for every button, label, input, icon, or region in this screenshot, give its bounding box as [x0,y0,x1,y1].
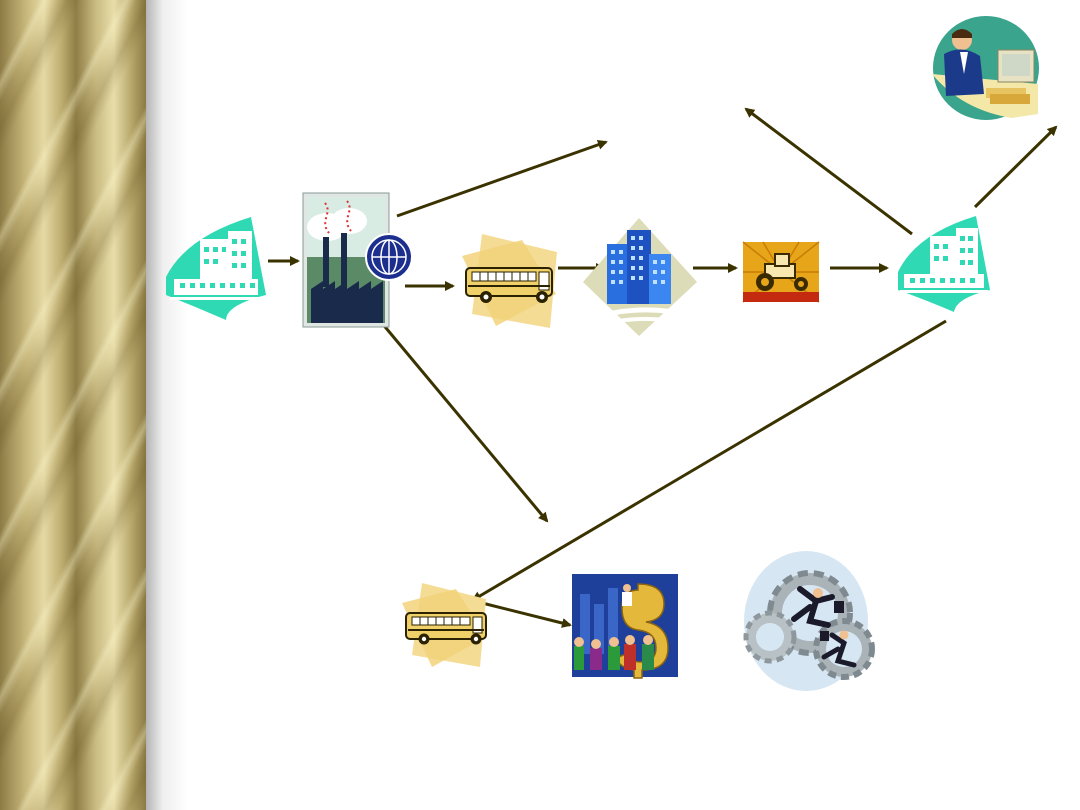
business-gears-runners-icon [743,551,875,691]
arrow-bus-to-finance [477,600,572,628]
side-panel-shadow [146,0,188,810]
decorative-side-panel [0,0,146,810]
teal-building-icon [898,216,990,312]
business-people-dollar-icon [572,574,678,679]
school-bus-icon [402,583,487,667]
tractor-icon [742,241,820,303]
blue-city-building-icon [583,218,697,336]
office-worker-computer-icon [932,16,1039,120]
arrow-building-to-bus-bottom [471,319,947,602]
arrow-factory-to-bottom [379,321,549,523]
arrow-factory-to-top [396,139,608,218]
factory-globe-icon [302,192,413,328]
school-bus-icon [462,234,557,328]
arrows [268,107,1058,628]
arrow-building-to-office [973,125,1058,209]
teal-building-icon [166,217,266,320]
arrow-building-to-top-center [744,107,913,236]
